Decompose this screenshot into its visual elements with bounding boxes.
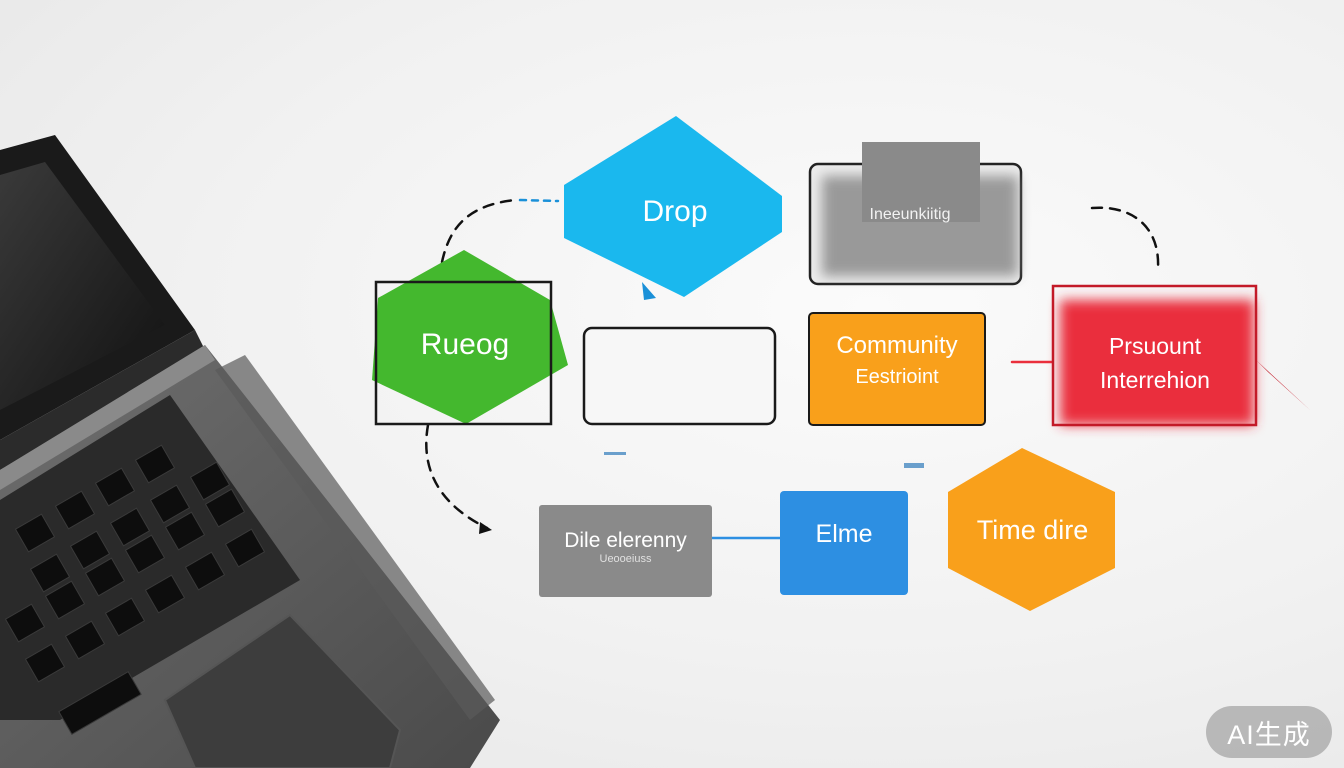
gray-bottom-node-label-line1: Dile elerenny bbox=[564, 529, 687, 552]
green-node-label: Rueog bbox=[420, 328, 510, 361]
drop-node-label: Drop bbox=[642, 195, 708, 228]
empty-box bbox=[582, 326, 777, 426]
blue-node-label: Elme bbox=[815, 520, 873, 548]
red-node-label-line2: Interrehion bbox=[1100, 367, 1210, 393]
keyboard-keys bbox=[4, 444, 266, 735]
drop-node-shape bbox=[564, 116, 782, 297]
hexagon-node-label: Time dire bbox=[976, 515, 1089, 545]
gray-top-node-label: Ineeunkiitig bbox=[869, 206, 951, 223]
gray-bottom-node-label-line2: Ueooeiuss bbox=[599, 553, 652, 565]
red-node-label-line1: Prsuount bbox=[1108, 333, 1202, 359]
ai-generated-badge: AI生成 bbox=[1206, 706, 1332, 758]
green-node-shape bbox=[372, 250, 568, 424]
arrow-head-icon bbox=[642, 282, 656, 300]
orange-node-label-line1: Community bbox=[836, 332, 958, 359]
orange-node-label-line2: Eestrioint bbox=[855, 366, 939, 388]
connectors bbox=[425, 198, 1160, 540]
laptop bbox=[0, 135, 500, 768]
arrow-head-icon bbox=[479, 522, 492, 534]
